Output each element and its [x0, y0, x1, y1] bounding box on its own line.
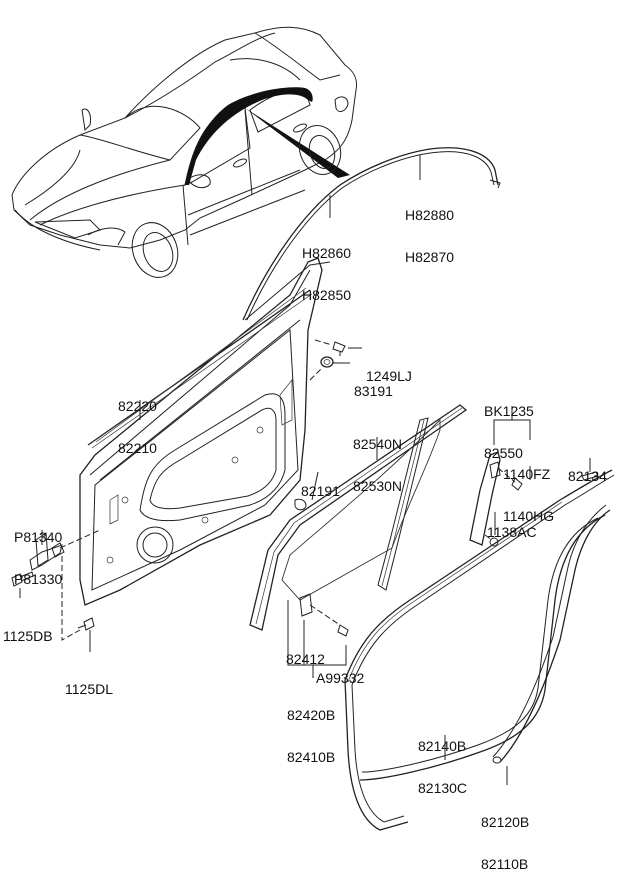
- plug-drawing: [309, 356, 334, 381]
- callout-glass-holder[interactable]: 82412: [286, 624, 325, 680]
- part-number: 82120B: [481, 814, 530, 830]
- callout-pad[interactable]: 82134: [568, 441, 607, 497]
- callout-door-panel[interactable]: 82220 82210: [118, 371, 157, 469]
- part-number: H82880: [405, 207, 455, 223]
- part-number: 1125DL: [65, 681, 114, 697]
- door-weatherstrip-drawing: [344, 469, 615, 831]
- door-glass-drawing: [281, 418, 441, 637]
- part-number: 82410B: [287, 749, 336, 765]
- part-number: 82550: [484, 445, 523, 461]
- part-number: 1249LJ: [366, 368, 412, 384]
- part-number: 1125DB: [3, 628, 53, 644]
- part-number: 82412: [286, 651, 325, 667]
- callout-checker[interactable]: P81340 P81330: [14, 502, 62, 600]
- part-number: 82420B: [287, 707, 336, 723]
- callout-checker-bolt[interactable]: 1125DB: [3, 601, 53, 657]
- callout-bolt[interactable]: 1125DL: [65, 654, 113, 710]
- part-number: 1138AC: [487, 524, 537, 540]
- pad-drawing: [581, 471, 599, 481]
- part-number: 82110B: [481, 856, 529, 872]
- callout-bracket-bolt[interactable]: 1140FZ 1140HG: [503, 439, 554, 537]
- part-number: BK1235: [484, 403, 534, 419]
- callout-clip[interactable]: 1249LJ: [366, 341, 412, 397]
- callout-glass-run[interactable]: 82540N 82530N: [353, 409, 402, 507]
- callout-door-weatherstrip[interactable]: 82140B 82130C: [418, 711, 467, 809]
- callout-plug[interactable]: 83191: [354, 356, 393, 412]
- body-weatherstrip-drawing: [492, 504, 611, 764]
- part-number: 1140FZ: [503, 466, 551, 482]
- callout-nut[interactable]: 1138AC: [487, 497, 537, 553]
- leader-lines: [19, 155, 591, 785]
- part-number: 82530N: [353, 478, 403, 494]
- grommet-drawing: [294, 498, 307, 511]
- part-number: P81340: [14, 529, 63, 545]
- part-number: 83191: [354, 383, 393, 399]
- part-number: 1140HG: [503, 508, 555, 524]
- part-number: P81330: [14, 571, 63, 587]
- callout-drip-molding[interactable]: H82860 H82850: [302, 218, 351, 316]
- part-number: 82540N: [353, 436, 403, 452]
- part-number: H82860: [302, 245, 352, 261]
- callout-roof-molding[interactable]: H82880 H82870: [405, 180, 454, 278]
- door-panel-drawing: [79, 257, 331, 606]
- callout-screw[interactable]: A99332: [316, 643, 364, 699]
- part-number: H82850: [302, 287, 352, 303]
- part-number: 82220: [118, 398, 157, 414]
- part-number: 82130C: [418, 780, 468, 796]
- roof-molding-drawing: [242, 147, 501, 321]
- clip-drawing: [314, 339, 346, 356]
- car-illustration: [11, 26, 358, 278]
- callout-body-weatherstrip[interactable]: 82120B 82110B: [481, 787, 529, 885]
- callout-door-glass[interactable]: 82420B 82410B: [287, 680, 335, 778]
- callout-channel-bracket[interactable]: BK1235 82550: [484, 376, 534, 474]
- part-number: 82210: [118, 440, 157, 456]
- callout-grommet[interactable]: 82191: [301, 456, 340, 512]
- checker-drawing: [11, 529, 101, 641]
- parts-diagram: [11, 26, 615, 831]
- part-number: 82191: [301, 483, 340, 499]
- part-number: 82140B: [418, 738, 467, 754]
- part-number: H82870: [405, 249, 455, 265]
- part-number: 82134: [568, 468, 607, 484]
- part-number: A99332: [316, 670, 365, 686]
